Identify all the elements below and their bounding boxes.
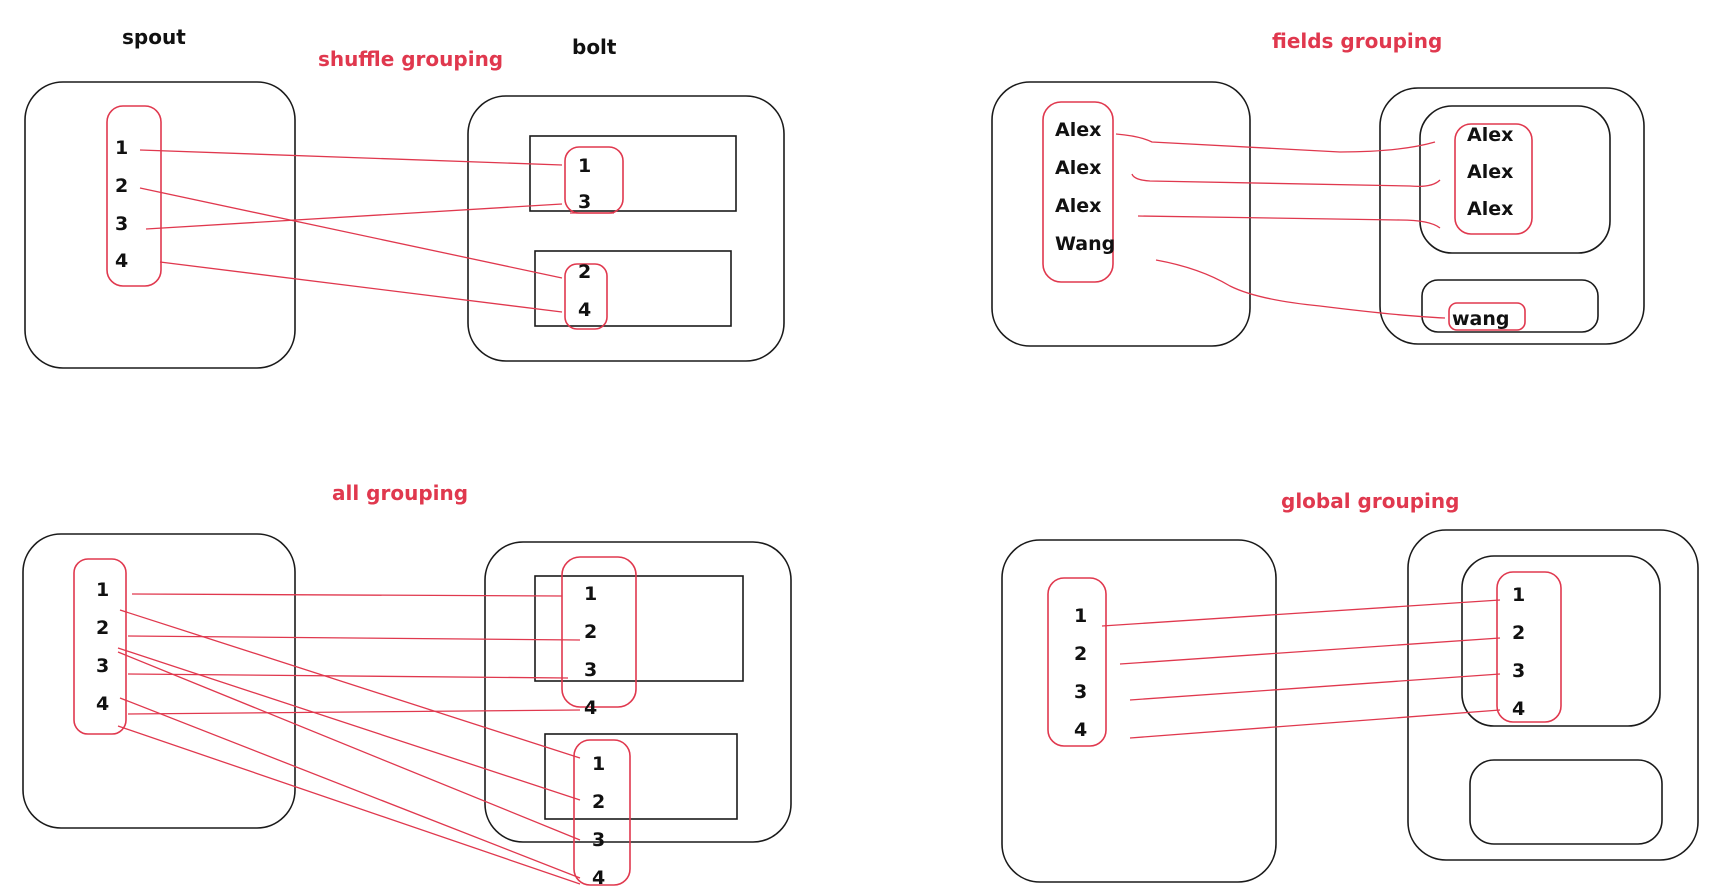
global-spout-oval	[1047, 577, 1107, 747]
global-grouping-title: global grouping	[1281, 489, 1459, 513]
all-spout-oval	[73, 558, 127, 735]
shuffle-spout-item: 1	[115, 137, 128, 159]
shuffle-spout-box	[24, 81, 296, 369]
fields-task-2-oval	[1448, 302, 1526, 331]
shuffle-spout-item: 2	[115, 175, 128, 197]
all-spout-item: 3	[96, 655, 109, 677]
global-task-1-item: 3	[1512, 660, 1525, 682]
shuffle-bolt-task-2	[534, 250, 732, 327]
all-task-1-item: 4	[584, 697, 597, 719]
fields-task-1-item: Alex	[1467, 161, 1513, 183]
global-wire	[1129, 673, 1501, 701]
all-grouping-title: all grouping	[332, 481, 468, 505]
shuffle-task-2-item: 2	[578, 261, 591, 283]
global-spout-box	[1001, 539, 1277, 883]
all-task-2-oval	[573, 739, 631, 886]
fields-grouping-title: fields grouping	[1272, 29, 1442, 53]
all-spout-item: 2	[96, 617, 109, 639]
all-bolt-box	[484, 541, 792, 843]
shuffle-grouping-title: shuffle grouping	[318, 47, 503, 71]
shuffle-task-2-item: 4	[578, 299, 591, 321]
fields-task-1-item: Alex	[1467, 124, 1513, 146]
fields-task-1-item: Alex	[1467, 198, 1513, 220]
shuffle-bolt-box	[467, 95, 785, 362]
all-task-1-item: 3	[584, 659, 597, 681]
all-wire	[117, 725, 581, 885]
shuffle-wire	[139, 187, 563, 279]
global-wire	[1129, 709, 1501, 739]
global-spout-item: 1	[1074, 605, 1087, 627]
fields-wire	[1155, 259, 1446, 319]
shuffle-wire	[145, 203, 563, 230]
fields-spout-box	[991, 81, 1251, 347]
all-task-1-item: 2	[584, 621, 597, 643]
all-wire	[131, 593, 563, 597]
fields-wire	[1115, 133, 1436, 153]
all-wire	[127, 673, 569, 679]
fields-bolt-box	[1379, 87, 1645, 345]
bolt-header: bolt	[572, 35, 617, 59]
shuffle-task-2-oval	[564, 263, 608, 330]
shuffle-grouping-panel: spout shuffle grouping bolt 1 2 3 4 1 3 …	[24, 25, 785, 369]
all-bolt-task-1	[534, 575, 744, 682]
fields-bolt-task-2	[1421, 279, 1599, 333]
fields-wire	[1137, 215, 1441, 229]
global-bolt-box	[1407, 529, 1699, 861]
all-task-2-item: 1	[592, 753, 605, 775]
shuffle-task-1-item: 3	[578, 191, 591, 213]
all-spout-item: 1	[96, 579, 109, 601]
all-spout-box	[22, 533, 296, 829]
all-wire	[127, 709, 581, 715]
spout-header: spout	[122, 25, 186, 49]
all-wire	[119, 609, 581, 759]
all-bolt-task-2	[544, 733, 738, 820]
shuffle-spout-item: 4	[115, 250, 128, 272]
fields-grouping-panel: fields grouping Alex Alex Alex Wang Alex…	[991, 29, 1645, 347]
global-spout-item: 3	[1074, 681, 1087, 703]
all-wire	[119, 697, 581, 879]
fields-bolt-task-1	[1419, 105, 1611, 254]
fields-spout-item: Wang	[1055, 233, 1115, 255]
all-grouping-panel: all grouping 1 2 3 4 1 2 3 4 1 2 3 4	[22, 481, 792, 889]
global-spout-item: 2	[1074, 643, 1087, 665]
global-task-1-item: 2	[1512, 622, 1525, 644]
shuffle-bolt-task-1	[529, 135, 737, 212]
global-spout-item: 4	[1074, 719, 1087, 741]
shuffle-spout-item: 3	[115, 213, 128, 235]
fields-spout-oval	[1042, 101, 1114, 283]
fields-spout-item: Alex	[1055, 157, 1101, 179]
shuffle-task-1-oval	[564, 146, 624, 214]
all-task-2-item: 2	[592, 791, 605, 813]
fields-task-2-item: wang	[1452, 308, 1510, 330]
all-task-1-oval	[561, 556, 637, 708]
fields-wire	[1131, 173, 1441, 188]
all-task-2-item: 4	[592, 867, 605, 889]
all-task-1-item: 1	[584, 583, 597, 605]
all-task-2-item: 3	[592, 829, 605, 851]
fields-spout-item: Alex	[1055, 119, 1101, 141]
global-bolt-task-2	[1469, 759, 1663, 845]
shuffle-spout-oval	[106, 105, 162, 287]
all-wire	[127, 635, 581, 641]
all-wire	[117, 651, 581, 841]
shuffle-wire	[159, 261, 563, 313]
fields-spout-item: Alex	[1055, 195, 1101, 217]
global-wire	[1101, 599, 1501, 627]
all-spout-item: 4	[96, 693, 109, 715]
global-grouping-panel: global grouping 1 2 3 4 1 2 3 4	[1001, 489, 1699, 883]
global-task-1-oval	[1496, 571, 1562, 723]
shuffle-task-1-item: 1	[578, 155, 591, 177]
global-wire	[1119, 637, 1501, 665]
fields-task-1-oval	[1454, 123, 1533, 235]
global-task-1-item: 1	[1512, 584, 1525, 606]
global-task-1-item: 4	[1512, 698, 1525, 720]
shuffle-wire	[139, 149, 563, 166]
all-wire	[117, 647, 581, 801]
